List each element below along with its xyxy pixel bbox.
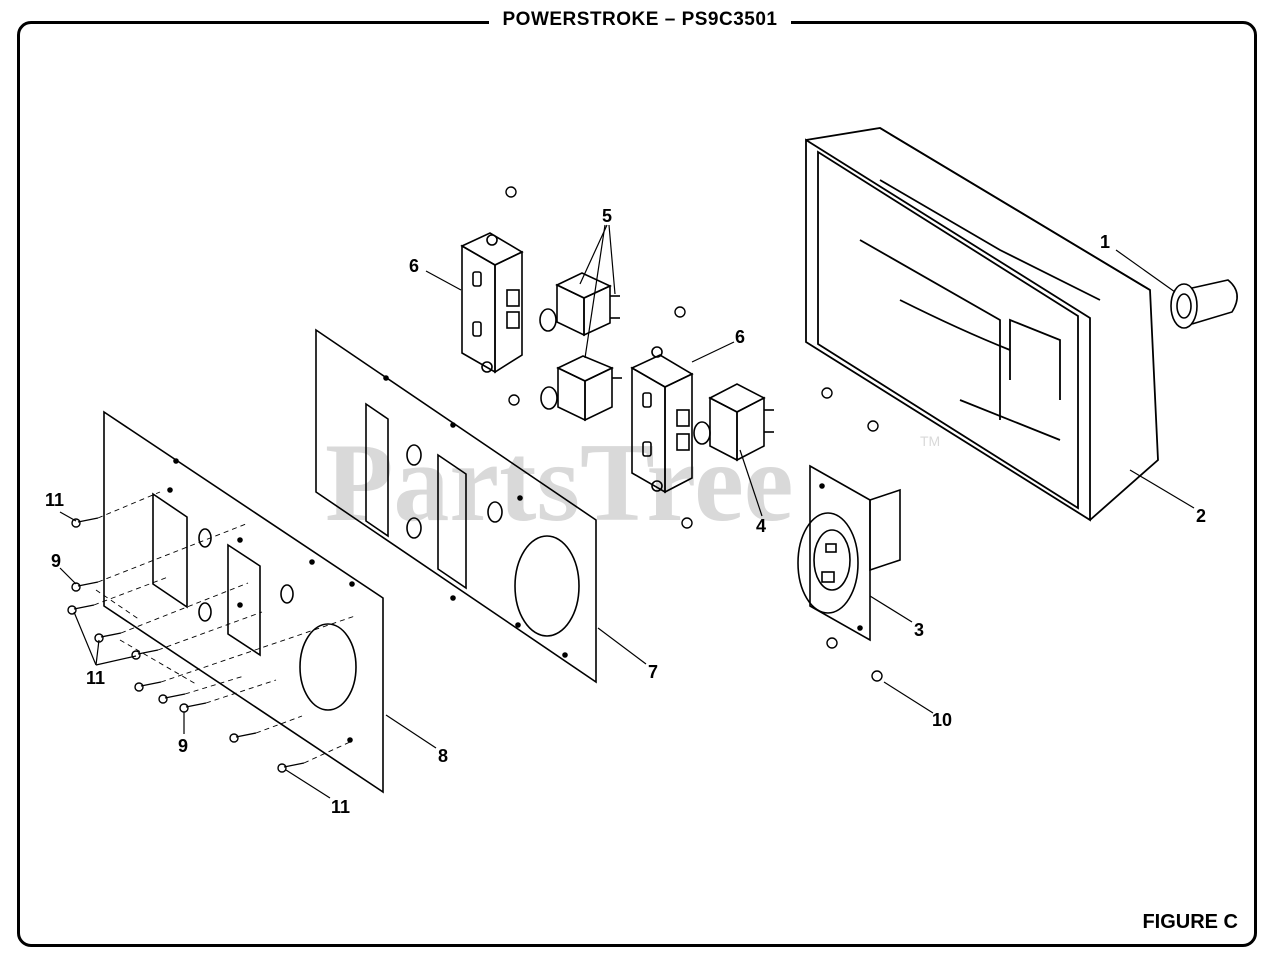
callout-3: 3 <box>914 620 924 640</box>
part-6-duplex-receptacle-right[interactable] <box>630 346 694 494</box>
part-4-circuit-breaker[interactable] <box>693 383 774 462</box>
callout-6-left: 6 <box>409 256 419 276</box>
part-2-control-box-housing[interactable] <box>805 127 1159 522</box>
hex-nuts[interactable] <box>505 186 883 682</box>
part-10-nut <box>871 670 883 682</box>
part-8-panel-gasket[interactable] <box>103 410 384 794</box>
screws[interactable] <box>67 517 305 773</box>
callout-10: 10 <box>932 710 952 730</box>
callout-4: 4 <box>756 516 766 536</box>
part-6-duplex-receptacle-left[interactable] <box>460 232 524 374</box>
part-3-twist-lock-receptacle[interactable] <box>797 464 901 642</box>
callout-5: 5 <box>602 206 612 226</box>
part-5-circuit-breaker-lower[interactable] <box>540 355 622 422</box>
watermark-text: PartsTree <box>325 421 794 545</box>
callout-9-upper: 9 <box>51 551 61 571</box>
figure-label: FIGURE C <box>1142 911 1238 933</box>
callout-11-top: 11 <box>45 490 64 510</box>
part-7-receptacle-panel[interactable] <box>315 328 597 684</box>
callout-2: 2 <box>1196 506 1206 526</box>
leader-lines <box>59 224 1195 799</box>
callout-7: 7 <box>648 662 658 682</box>
part-5-circuit-breaker-upper[interactable] <box>539 272 620 337</box>
alignment-lines <box>93 491 356 764</box>
watermark-tm: TM <box>920 433 940 449</box>
callout-6-right: 6 <box>735 327 745 347</box>
callout-1: 1 <box>1100 232 1110 252</box>
callout-11-middle: 11 <box>86 668 105 688</box>
part-1-grommet[interactable] <box>1170 279 1238 329</box>
callout-9-lower: 9 <box>178 736 188 756</box>
callout-11-bottom: 11 <box>331 797 350 817</box>
callout-labels: 1 2 3 4 5 6 6 7 8 9 9 10 11 11 11 <box>45 206 1206 817</box>
callout-8: 8 <box>438 746 448 766</box>
